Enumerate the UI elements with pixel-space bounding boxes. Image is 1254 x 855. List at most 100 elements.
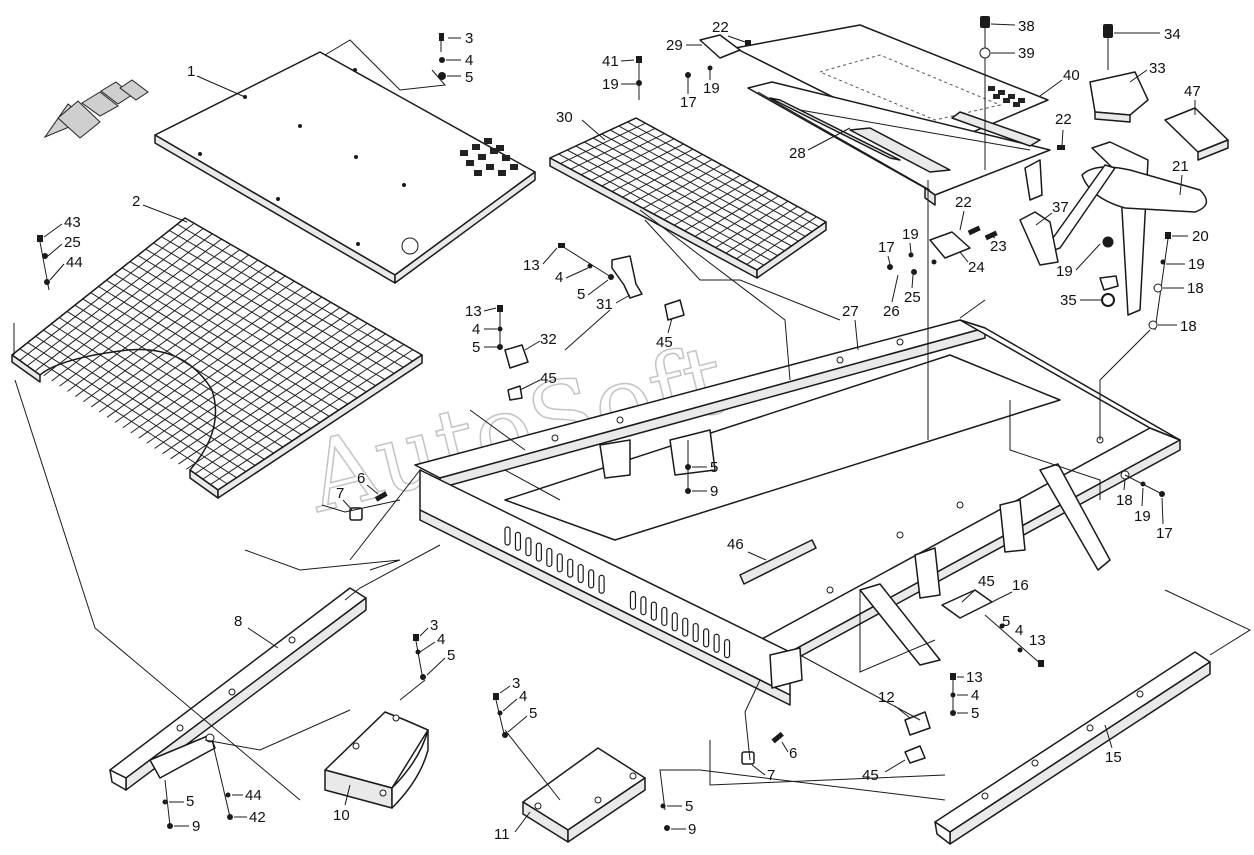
mesh-bar xyxy=(43,238,222,377)
callout-33: 33 xyxy=(1149,60,1166,77)
callout-31: 31 xyxy=(596,296,613,313)
callout-19: 19 xyxy=(602,76,619,93)
callout-3: 3 xyxy=(465,30,473,47)
callout-17: 17 xyxy=(878,239,895,256)
callout-13: 13 xyxy=(523,257,540,274)
callout-24: 24 xyxy=(968,259,985,276)
mesh-bar xyxy=(130,296,323,434)
callout-35: 35 xyxy=(1060,292,1077,309)
mesh-bar xyxy=(67,254,250,392)
mesh-bar xyxy=(106,280,295,418)
mesh-bar xyxy=(560,122,646,165)
handrail xyxy=(1039,141,1208,316)
callout-5: 5 xyxy=(465,69,473,86)
mesh-bar xyxy=(736,211,808,260)
mesh-bar xyxy=(138,301,332,439)
vent-grid xyxy=(460,138,518,176)
callout-3: 3 xyxy=(512,675,520,692)
right-channel xyxy=(934,651,1211,845)
callout-8: 8 xyxy=(234,613,242,630)
callout-4: 4 xyxy=(437,631,445,648)
callout-15: 15 xyxy=(1105,749,1122,766)
mesh-bar xyxy=(59,249,240,387)
vent-slot xyxy=(598,574,605,594)
callout-9: 9 xyxy=(688,821,696,838)
mesh-bar xyxy=(27,228,204,366)
callout-13: 13 xyxy=(465,303,482,320)
clip xyxy=(664,299,685,321)
callout-5: 5 xyxy=(710,459,718,476)
callout-4: 4 xyxy=(971,687,979,704)
callout-4: 4 xyxy=(472,321,480,338)
bracket xyxy=(904,711,931,736)
hardware xyxy=(37,16,1171,831)
callout-18: 18 xyxy=(1187,280,1204,297)
callout-1: 1 xyxy=(187,63,195,80)
callout-9: 9 xyxy=(710,483,718,500)
callout-18: 18 xyxy=(1180,318,1197,335)
callout-5: 5 xyxy=(1002,613,1010,630)
bushing xyxy=(349,507,755,765)
mesh-bar xyxy=(684,185,760,232)
vent-slot xyxy=(525,537,532,557)
vent-slot xyxy=(682,617,689,637)
callout-44: 44 xyxy=(66,254,83,271)
callout-27: 27 xyxy=(842,303,859,320)
step-frame xyxy=(747,81,1051,206)
mesh-bar xyxy=(725,205,798,254)
clip xyxy=(507,385,523,401)
clamp xyxy=(611,255,643,299)
grating-mesh xyxy=(19,222,414,486)
callout-47: 47 xyxy=(1184,83,1201,100)
callout-41: 41 xyxy=(602,53,619,70)
hinge-bracket xyxy=(699,34,741,59)
callout-19: 19 xyxy=(703,80,720,97)
vent-slot xyxy=(629,590,637,610)
mesh-bar xyxy=(186,333,386,470)
mesh-bar xyxy=(19,222,195,361)
vent-slot xyxy=(514,531,522,551)
vent-slot xyxy=(661,606,668,627)
mesh-bar xyxy=(653,169,732,215)
callout-5: 5 xyxy=(971,705,979,722)
callout-39: 39 xyxy=(1018,45,1035,62)
vent-slot xyxy=(650,601,657,621)
callout-5: 5 xyxy=(472,339,480,356)
bracket xyxy=(929,231,971,259)
mesh-bar xyxy=(193,338,395,475)
mesh-bar xyxy=(75,259,259,397)
floor-cover-plate xyxy=(154,51,536,284)
vent-slot xyxy=(692,622,699,643)
callout-16: 16 xyxy=(1012,577,1029,594)
step-grating xyxy=(549,117,827,279)
mesh-bar xyxy=(98,275,286,413)
mesh-bar xyxy=(715,200,789,249)
callout-19: 19 xyxy=(1056,263,1073,280)
callout-28: 28 xyxy=(789,145,806,162)
callout-45: 45 xyxy=(862,767,879,784)
vent-slot xyxy=(567,558,574,578)
mesh-bar xyxy=(611,148,694,193)
bracket xyxy=(941,589,993,619)
mesh-bar xyxy=(601,143,684,187)
callout-6: 6 xyxy=(357,470,365,487)
callout-13: 13 xyxy=(1029,632,1046,649)
grating-mesh xyxy=(558,121,820,266)
callout-19: 19 xyxy=(902,226,919,243)
callout-44: 44 xyxy=(245,787,262,804)
callout-26: 26 xyxy=(883,303,900,320)
callout-9: 9 xyxy=(192,818,200,835)
vent-slot xyxy=(535,542,542,562)
vent-slot xyxy=(546,547,553,568)
direction-arrow-icon xyxy=(43,79,149,139)
callout-20: 20 xyxy=(1192,228,1209,245)
support-plate xyxy=(522,747,646,843)
callout-5: 5 xyxy=(529,705,537,722)
vent-slot xyxy=(723,639,731,659)
vent-slot xyxy=(577,563,584,584)
mesh-bar xyxy=(201,344,405,481)
pad xyxy=(1164,107,1229,161)
callout-18: 18 xyxy=(1116,492,1133,509)
callout-25: 25 xyxy=(904,289,921,306)
seal-strip xyxy=(739,539,817,585)
